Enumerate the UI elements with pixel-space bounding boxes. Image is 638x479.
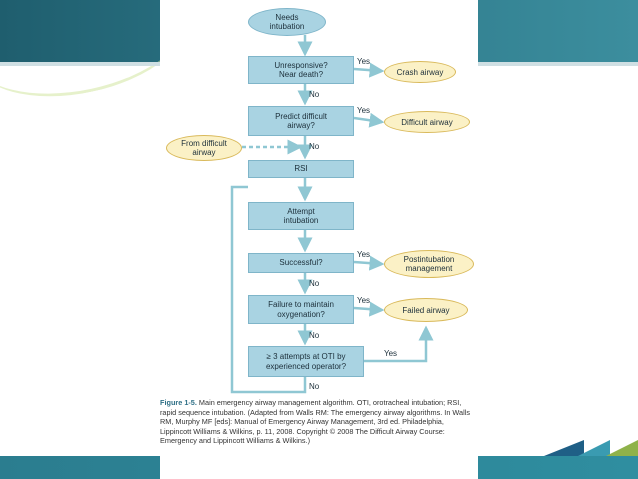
arrow-yes-postintubation: [353, 255, 385, 271]
yes-label-4: Yes: [357, 296, 371, 305]
difficult-airway-label: Difficult airway: [401, 117, 453, 127]
figure-label: Figure 1-5.: [160, 398, 197, 407]
figure-caption: Figure 1-5. Main emergency airway manage…: [160, 398, 470, 446]
from-difficult-airway-node: From difficult airway: [166, 135, 242, 161]
no-label-1: No: [309, 90, 320, 99]
decision-failure-oxygenation-label: Failure to maintain oxygenation?: [268, 300, 334, 319]
no-label-5: No: [309, 382, 320, 391]
arrow-yes-failed: [353, 301, 385, 317]
attempt-intubation-label: Attempt intubation: [283, 206, 319, 226]
decision-successful-label: Successful?: [279, 258, 323, 268]
figure-page: Needs intubation Unresponsive? Near deat…: [160, 0, 478, 479]
loop-back-line: [230, 185, 307, 394]
yes-label-3: Yes: [357, 250, 371, 259]
no-label-4: No: [309, 331, 320, 340]
difficult-airway-node: Difficult airway: [384, 111, 470, 133]
yes-label-2: Yes: [357, 106, 371, 115]
postintubation-label: Postintubation management: [403, 255, 455, 273]
arrow-yes-difficult: [353, 112, 385, 128]
decision-predict-difficult: Predict difficult airway?: [248, 106, 354, 136]
no-label-2: No: [309, 142, 320, 151]
decision-successful: Successful?: [248, 253, 354, 273]
rsi-label: RSI: [294, 164, 308, 174]
attempt-intubation-node: Attempt intubation: [248, 202, 354, 230]
no-label-3: No: [309, 279, 320, 288]
arrow-yes-attempts-failed: [364, 325, 434, 363]
failed-airway-label: Failed airway: [402, 305, 450, 315]
figure-caption-text: Main emergency airway management algorit…: [160, 398, 470, 446]
arrow-yes-crash: [353, 62, 385, 78]
slide-triangle-green: [606, 440, 638, 456]
decision-predict-difficult-label: Predict difficult airway?: [275, 111, 327, 131]
decision-failure-oxygenation: Failure to maintain oxygenation?: [248, 295, 354, 324]
from-difficult-airway-label: From difficult airway: [181, 139, 227, 157]
slide-triangle-blue: [578, 440, 610, 456]
crash-airway-label: Crash airway: [396, 67, 444, 77]
decision-attempts: ≥ 3 attempts at OTI by experienced opera…: [248, 346, 364, 377]
decision-unresponsive-label: Unresponsive? Near death?: [274, 60, 328, 80]
postintubation-node: Postintubation management: [384, 250, 474, 278]
decision-unresponsive: Unresponsive? Near death?: [248, 56, 354, 84]
start-node-label: Needs intubation: [269, 13, 305, 31]
decision-attempts-label: ≥ 3 attempts at OTI by experienced opera…: [265, 352, 347, 371]
crash-airway-node: Crash airway: [384, 61, 456, 83]
rsi-node: RSI: [248, 160, 354, 178]
flow-connectors: [230, 35, 434, 394]
failed-airway-node: Failed airway: [384, 298, 468, 322]
yes-label-1: Yes: [357, 57, 371, 66]
start-node: Needs intubation: [248, 8, 326, 36]
slide-triangle-dark: [544, 440, 584, 456]
yes-label-5: Yes: [384, 349, 398, 358]
